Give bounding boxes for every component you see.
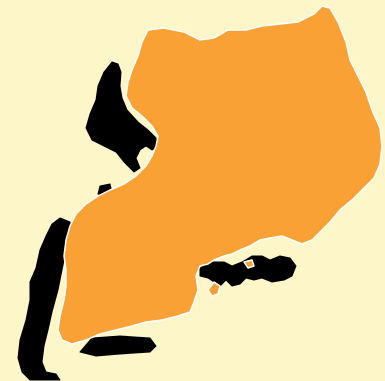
lake-albert[interactable] <box>85 61 159 173</box>
sese-islands[interactable] <box>243 259 255 269</box>
country-land[interactable] <box>57 5 383 345</box>
lake-edward[interactable] <box>17 217 73 381</box>
sese-islands[interactable] <box>207 281 221 297</box>
lake-victoria[interactable] <box>79 335 157 357</box>
